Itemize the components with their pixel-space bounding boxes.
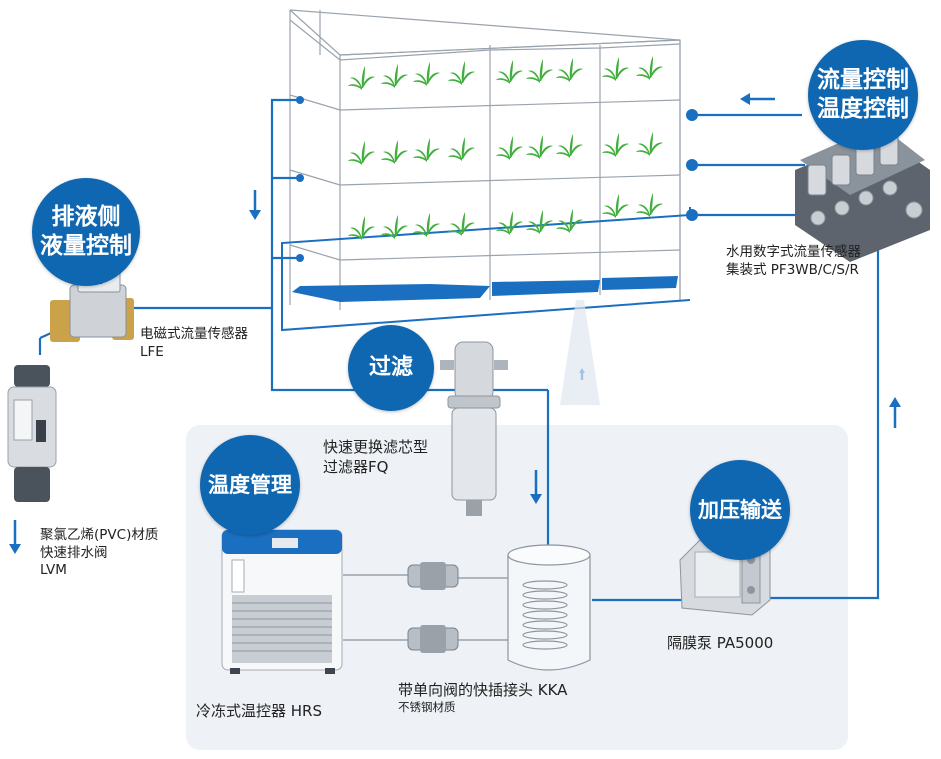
pressurized-delivery-text: 加压输送: [698, 497, 782, 522]
chiller-label: 冷冻式温控器 HRS: [196, 702, 322, 720]
filter-label: 快速更换滤芯型 过滤器FQ: [323, 438, 429, 476]
quick-couplers: [407, 562, 459, 653]
arrow-down-tank: [530, 470, 542, 504]
drain-control-text: 排液侧 液量控制: [40, 204, 132, 259]
tray-loop: [281, 207, 691, 332]
flow-sensor-manifold-label: 水用数字式流量传感器 集装式 PF3WB/C/S/R: [726, 244, 861, 278]
quick-coupler-label: 带单向阀的快插接头 KKA: [398, 681, 568, 699]
drain-valve-label: 聚氯乙烯(PVC)材质 快速排水阀 LVM: [40, 527, 159, 579]
quick-coupler-material-label: 不锈钢材质: [398, 700, 456, 714]
chiller-hrs-device: [221, 529, 343, 674]
light-beam: [560, 300, 600, 405]
arrow-down-rack: [249, 190, 261, 220]
electromagnetic-flow-sensor-label: 电磁式流量传感器 LFE: [140, 326, 248, 360]
temperature-management-bubble: 温度管理: [200, 435, 300, 535]
arrow-up-pump: [889, 397, 901, 428]
growing-rack: [289, 9, 681, 310]
pressurized-delivery-bubble: 加压输送: [690, 460, 790, 560]
filtration-bubble: 过滤: [348, 325, 434, 411]
filter-fq-device: [440, 341, 508, 516]
filtration-text: 过滤: [368, 355, 413, 381]
drain-valve-device: [7, 365, 57, 502]
flow-sensor-manifold-device: [795, 125, 930, 262]
flow-temp-control-text: 流量控制 温度控制: [817, 67, 909, 122]
water-tray: [292, 276, 678, 302]
flow-temp-control-bubble: 流量控制 温度控制: [808, 40, 918, 150]
reservoir-tank: [507, 544, 591, 671]
temperature-management-text: 温度管理: [208, 472, 292, 497]
arrow-left-manifold: [740, 93, 775, 105]
arrow-down-drain: [9, 520, 21, 554]
diaphragm-pump-label: 隔膜泵 PA5000: [667, 634, 774, 652]
drain-control-bubble: 排液侧 液量控制: [32, 178, 140, 286]
pipe-joints: [296, 96, 698, 262]
